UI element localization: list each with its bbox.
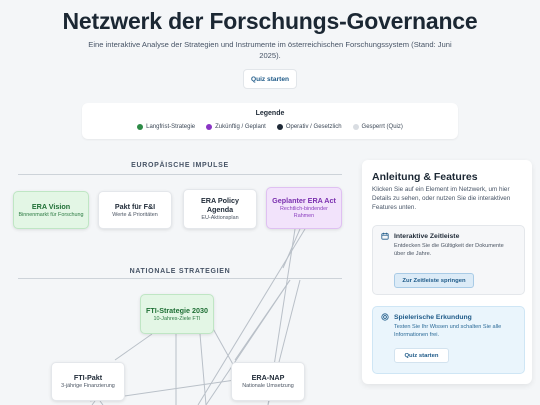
panel-text: Klicken Sie auf ein Element im Netzwerk,… <box>372 186 511 211</box>
node-subtitle: Rechtlich-bindender Rahmen <box>280 206 328 219</box>
node-pakt-fi[interactable]: Pakt für F&I Werte & Prioritäten <box>98 191 172 229</box>
node-title: FTI-Pakt <box>73 373 103 382</box>
page-title: Netzwerk der Forschungs-Governance <box>62 8 478 34</box>
target-icon <box>381 313 389 321</box>
node-title: ERA Policy Agenda <box>200 196 240 214</box>
legend-item-langfrist: Langfrist-Strategie <box>137 124 195 130</box>
node-subtitle: 3-jährige Finanzierung <box>61 383 115 389</box>
edge <box>114 333 153 361</box>
quiz-card-head: Spielerische Erkundung <box>381 313 516 321</box>
legend-swatch-gesperrt <box>352 124 359 130</box>
edge <box>199 333 207 405</box>
legend-label: Operativ / Gesetzlich <box>285 124 342 130</box>
node-subtitle: EU-Aktionsplan <box>201 215 239 221</box>
guide-panel: Anleitung & Features Klicken Sie auf ein… <box>362 160 532 384</box>
legend-items: Langfrist-Strategie Zukünftig / Geplant … <box>82 124 458 130</box>
edge <box>205 279 291 405</box>
section-title-european: EUROPÄISCHE IMPULSE <box>131 162 229 169</box>
quiz-start-button[interactable]: Quiz starten <box>243 69 297 89</box>
legend-swatch-langfrist <box>137 124 144 130</box>
node-subtitle: Binnenmarkt für Forschung <box>18 211 84 218</box>
calendar-icon <box>381 232 389 240</box>
legend-title: Legende <box>255 110 285 117</box>
legend-item-operativ: Operativ / Gesetzlich <box>276 124 342 130</box>
legend-item-gesperrt: Gesperrt (Quiz) <box>352 124 403 130</box>
node-fti-pakt[interactable]: FTI-Pakt 3-jährige Finanzierung <box>51 362 125 401</box>
edge <box>282 228 301 269</box>
section-divider-national <box>18 278 342 279</box>
quiz-card-start-button[interactable]: Quiz starten <box>394 348 449 363</box>
section-title-national: NATIONALE STRATEGIEN <box>118 268 242 275</box>
timeline-card: Interaktive Zeitleiste Entdecken Sie die… <box>372 225 525 295</box>
edge <box>91 400 96 405</box>
node-title: ERA Vision <box>31 201 71 211</box>
node-subtitle: Nationale Umsetzung <box>242 383 294 389</box>
node-era-act[interactable]: Geplanter ERA Act Rechtlich-bindender Ra… <box>266 187 342 229</box>
timeline-card-head: Interaktive Zeitleiste <box>381 232 516 240</box>
node-era-policy-agenda[interactable]: ERA Policy Agenda EU-Aktionsplan <box>183 189 257 229</box>
legend-label: Gesperrt (Quiz) <box>361 124 403 130</box>
panel-title: Anleitung & Features <box>372 171 478 183</box>
node-fti-strategie-2030[interactable]: FTI-Strategie 2030 10-Jahres-Ziele FTI <box>140 294 214 334</box>
quiz-card-title: Spielerische Erkundung <box>394 313 472 321</box>
legend-label: Langfrist-Strategie <box>146 124 196 130</box>
timeline-jump-button[interactable]: Zur Zeitleiste springen <box>394 273 474 288</box>
node-era-nap[interactable]: ERA-NAP Nationale Umsetzung <box>231 362 305 401</box>
node-title: Pakt für F&I <box>114 201 156 211</box>
node-subtitle: Werte & Prioritäten <box>112 211 158 218</box>
page-subtitle: Eine interaktive Analyse der Strategien … <box>88 40 452 60</box>
quiz-card: Spielerische Erkundung Testen Sie Ihr Wi… <box>372 306 525 374</box>
legend-item-geplant: Zukünftig / Geplant <box>206 124 266 130</box>
node-title: FTI-Strategie 2030 <box>146 305 208 315</box>
edge <box>99 400 104 405</box>
timeline-card-title: Interaktive Zeitleiste <box>394 232 460 240</box>
legend-swatch-geplant <box>206 124 213 130</box>
node-title: ERA-NAP <box>251 373 285 382</box>
node-title: Geplanter ERA Act <box>272 196 336 205</box>
timeline-card-text: Entdecken Sie die Gültigkeit der Dokumen… <box>394 243 504 257</box>
legend-label: Zukünftig / Geplant <box>215 124 266 130</box>
legend: Legende Langfrist-Strategie Zukünftig / … <box>82 103 458 139</box>
edge <box>197 228 306 405</box>
node-era-vision[interactable]: ERA Vision Binnenmarkt für Forschung <box>13 191 89 229</box>
node-subtitle: 10-Jahres-Ziele FTI <box>153 315 201 322</box>
section-divider-european <box>18 174 342 175</box>
quiz-card-text: Testen Sie Ihr Wissen und schalten Sie a… <box>394 324 502 338</box>
legend-swatch-operativ <box>276 124 283 130</box>
